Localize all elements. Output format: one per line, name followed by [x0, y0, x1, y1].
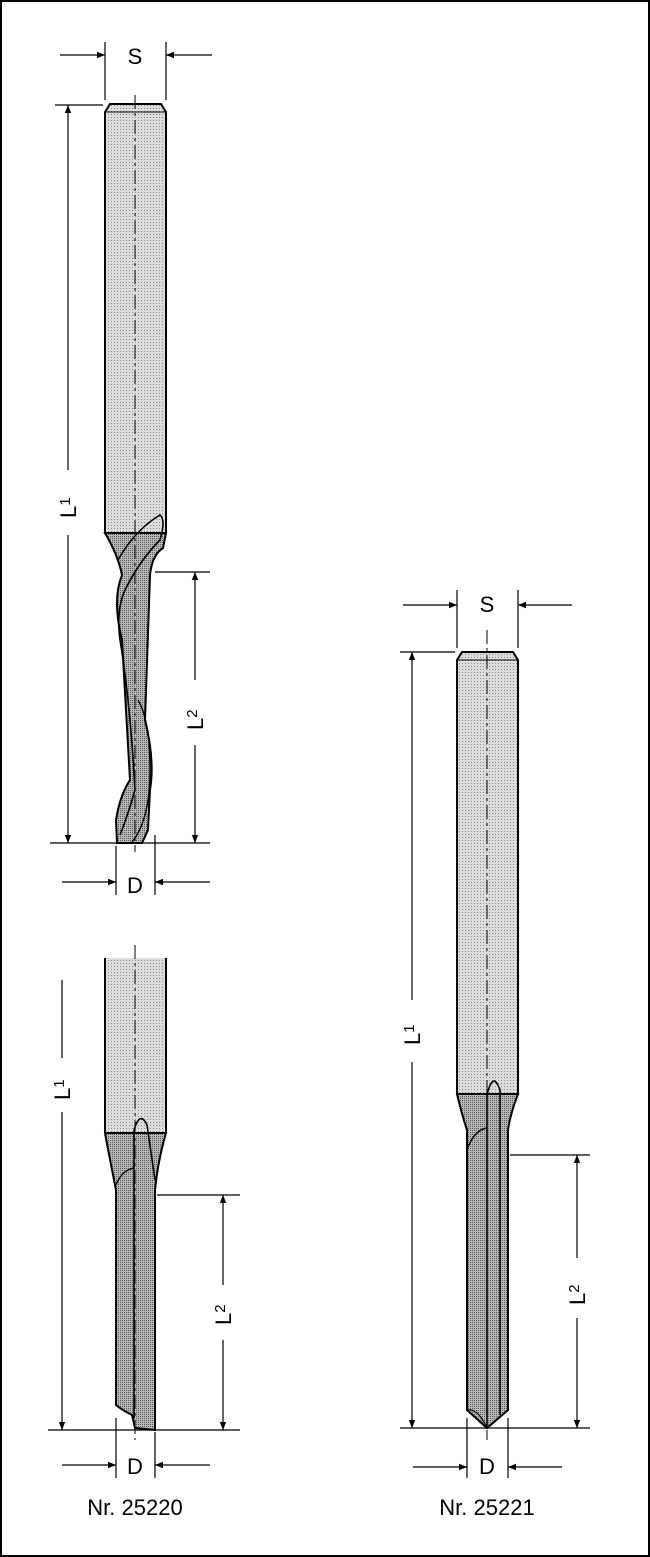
cutting-diameter-label: D	[479, 1454, 495, 1479]
cutting-diameter-label: D	[127, 1454, 143, 1479]
shank-diameter-label: S	[128, 44, 143, 69]
overall-length-label: L1	[50, 1079, 75, 1100]
cutting-diameter-label: D	[127, 873, 143, 898]
drawing-spiral-bit: S L1 L2 D	[50, 42, 212, 898]
shank	[104, 103, 167, 534]
cutting-length-label: L2	[211, 1304, 236, 1325]
shank-diameter-label: S	[480, 592, 495, 617]
overall-length-label: L1	[400, 1024, 425, 1045]
cutting-length-label: L2	[183, 709, 208, 730]
caption-25220: Nr. 25220	[87, 1495, 182, 1520]
cutting-length-label: L2	[565, 1284, 590, 1305]
drawing-25220: L1 L2 D Nr. 25220	[48, 945, 240, 1520]
overall-length-label: L1	[56, 497, 81, 518]
caption-25221: Nr. 25221	[439, 1495, 534, 1520]
drawing-25221: S L1 L2 D Nr. 25221	[400, 590, 590, 1520]
